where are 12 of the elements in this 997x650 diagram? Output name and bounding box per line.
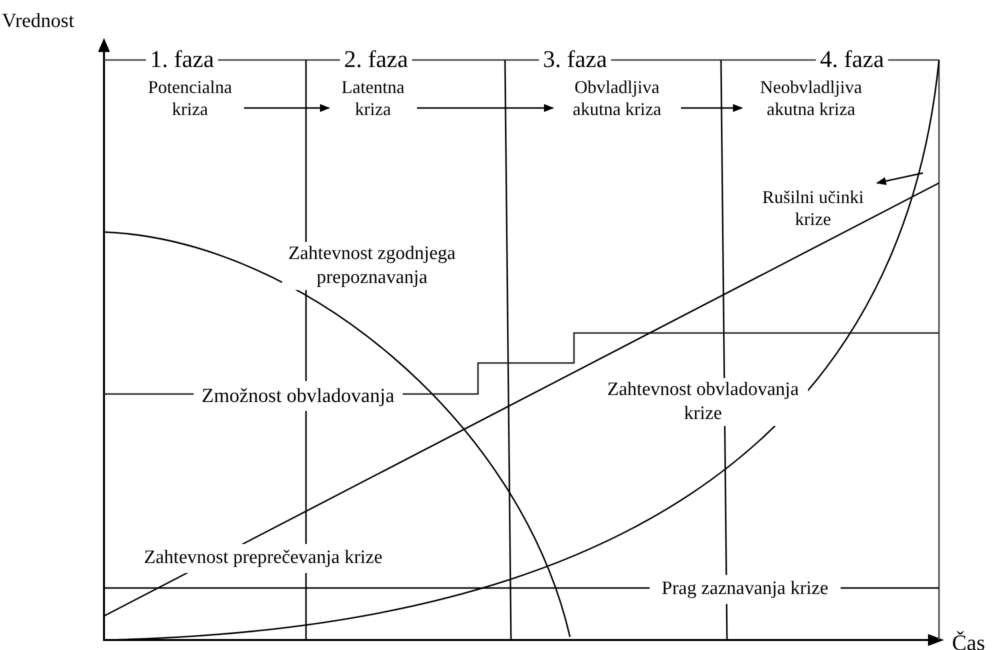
curve-label: Zmožnost obvladovanja xyxy=(194,381,402,411)
arrow xyxy=(244,104,330,112)
stage-label: Neobvladljiva akutna kriza xyxy=(746,76,876,120)
axis-label: Čas xyxy=(952,629,985,650)
arrow xyxy=(876,172,924,185)
stage-label: Rušilni učinki krize xyxy=(743,186,883,230)
arrow xyxy=(681,104,743,112)
stage-label: Potencialna kriza xyxy=(140,76,240,120)
threshold-label: Prag zaznavanja krize xyxy=(650,575,840,604)
arrow xyxy=(417,104,554,112)
stage-label: Latentna kriza xyxy=(333,76,413,120)
stage-label: Obvladljiva akutna kriza xyxy=(557,76,677,120)
